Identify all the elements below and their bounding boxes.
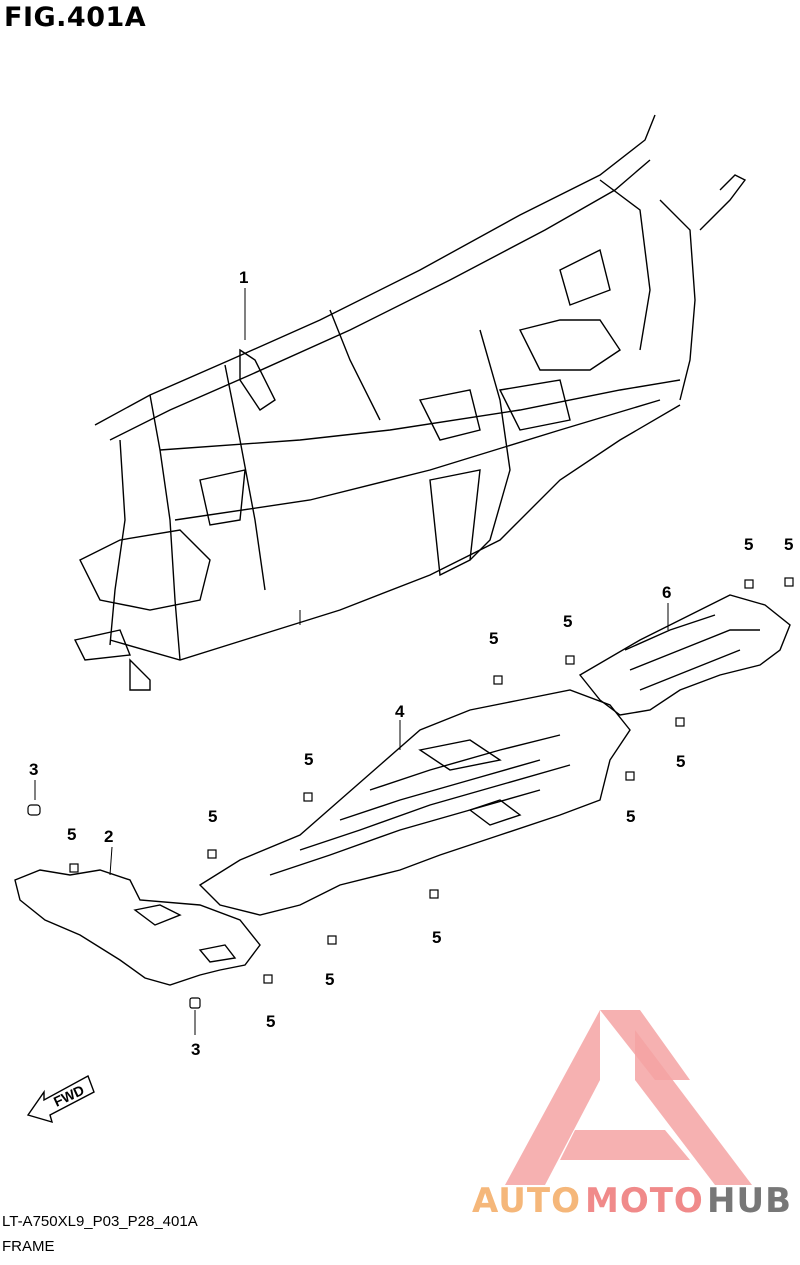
callout-3-top: 3 [29,760,38,779]
watermark-hub: HUB [707,1181,792,1221]
callout-2: 2 [104,827,113,846]
callout-5: 5 [67,825,76,844]
diagram-name: FRAME [2,1238,55,1255]
callout-5: 5 [325,970,334,989]
fwd-arrow-icon: FWD [26,1074,95,1124]
watermark-moto: MOTO [585,1181,704,1221]
front-skid-plate [14,869,261,986]
middle-skid-plate [198,689,631,916]
bolt-icons [27,577,794,1009]
callout-5: 5 [266,1012,275,1031]
callout-6: 6 [662,583,671,602]
callout-4: 4 [395,702,405,721]
frame-assembly [73,114,747,691]
callout-5: 5 [744,535,753,554]
callout-5: 5 [563,612,572,631]
callout-5: 5 [676,752,685,771]
figure-title: FIG.401A [4,2,147,33]
callout-3-bottom: 3 [191,1040,200,1059]
leader-lines [34,288,669,1035]
watermark-auto: AUTO [472,1181,581,1221]
callout-5: 5 [208,807,217,826]
watermark-logo [505,1010,752,1185]
callout-5: 5 [626,807,635,826]
diagram-code: LT-A750XL9_P03_P28_401A [2,1213,198,1230]
rear-skid-plate [578,594,791,716]
callout-5: 5 [489,629,498,648]
callout-5: 5 [432,928,441,947]
watermark-wordmark: AUTO MOTO HUB [472,1181,792,1221]
callout-labels: 1 2 3 3 4 5 5 5 5 5 5 5 5 5 5 5 5 6 [29,268,793,1059]
callout-5: 5 [784,535,793,554]
callout-1: 1 [239,268,248,287]
callout-5: 5 [304,750,313,769]
